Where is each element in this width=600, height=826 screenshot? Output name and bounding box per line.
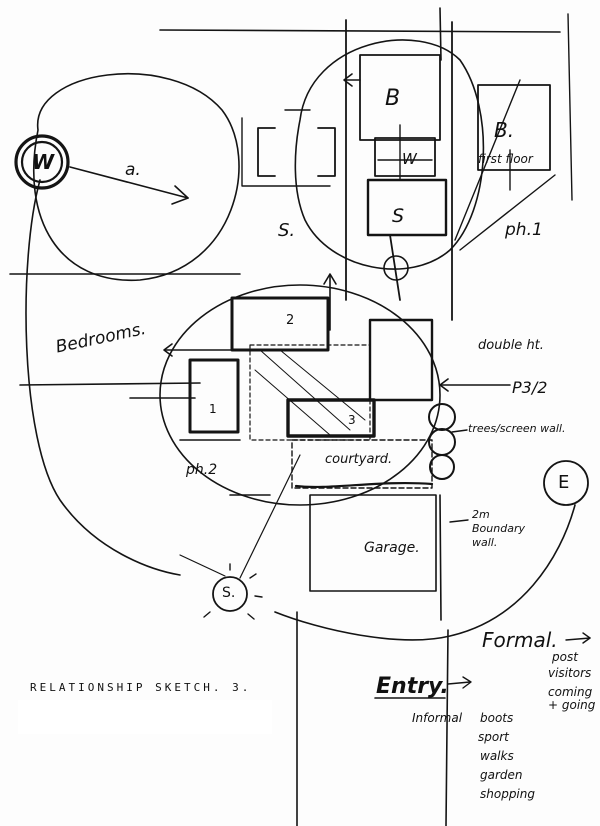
w-marker-label: W [32, 150, 55, 174]
courtyard-label: courtyard. [325, 452, 393, 467]
circulation-spine [389, 234, 401, 301]
room-3-courtyard-entry [286, 398, 376, 438]
sun-ray-3 [254, 595, 263, 598]
left-entry-arrow-head [163, 343, 173, 357]
tree-circle-3 [429, 454, 455, 480]
s-room-label: S [392, 205, 405, 227]
core-hatch-1 [259, 349, 351, 431]
site-left-rule-2 [19, 382, 201, 386]
sun-ray-5 [203, 611, 211, 618]
w-marker-circle-inner [20, 140, 64, 184]
room-3-label: 3 [348, 413, 356, 427]
upper-bedroom-bubble [294, 39, 485, 270]
b-first-floor-room [477, 84, 551, 171]
informal-label: Informal [412, 711, 463, 725]
s-room [366, 178, 448, 237]
sun-label: S. [222, 585, 236, 601]
informal-item-walks: walks [480, 749, 514, 763]
formal-item-visitors: visitors [548, 666, 592, 680]
formal-item-post: post [552, 650, 578, 664]
sun-to-house-line [239, 454, 301, 579]
informal-item-sport: sport [478, 730, 509, 744]
sun-to-house-line-2 [179, 554, 226, 577]
boundary-wall-arrow [449, 519, 469, 523]
core-hatch-3 [254, 369, 331, 436]
ph1-diagonal-1 [459, 174, 556, 251]
a-label: a. [125, 160, 141, 180]
double-ht-label: double ht. [478, 338, 544, 353]
e-label: E [558, 472, 570, 493]
entry-arrow [447, 681, 471, 685]
s-hall-bracket-right [317, 127, 336, 177]
tree-circle-1 [428, 403, 456, 431]
informal-item-garden: garden [480, 768, 523, 782]
b-arrow-left-head [343, 73, 353, 87]
site-right-line [567, 13, 573, 201]
ph1-diagonal-2 [454, 79, 521, 241]
w-room [374, 137, 436, 177]
garage-room [309, 494, 437, 592]
formal-item-coming-going: coming + going [548, 685, 596, 712]
w-room-label: W [402, 150, 417, 168]
garage-label: Garage. [364, 540, 420, 556]
boundary-wall-label: 2m Boundary wall. [472, 508, 525, 549]
sun-ray-4 [247, 613, 255, 620]
west-circle [33, 72, 240, 281]
site-vertical-line [439, 7, 442, 61]
room-1 [188, 358, 240, 434]
b-first-floor-label: B. [494, 118, 515, 142]
entry-arrow-head [462, 676, 472, 689]
core-vertical-arrow-head [323, 273, 337, 285]
sun-circle [212, 576, 248, 612]
first-floor-label: first floor [478, 152, 533, 166]
courtyard-edge [294, 481, 434, 489]
formal-arrow [565, 637, 591, 641]
bedrooms-loop [25, 179, 181, 576]
entry-label: Entry. [376, 674, 449, 699]
core-hatch-2 [279, 349, 366, 421]
tree-circle-2 [428, 428, 456, 456]
s-hall-bracket-left [257, 127, 276, 177]
formal-label: Formal. [482, 628, 558, 652]
e-circle [543, 460, 589, 506]
room-2-label: 2 [286, 313, 295, 328]
a-arrow-line [69, 166, 189, 199]
trees-label: trees/screen wall. [468, 422, 566, 435]
ph1-label: ph.1 [505, 220, 543, 240]
entry-long-line [445, 629, 449, 826]
w-marker-circle [14, 134, 70, 190]
trees-arrow [451, 429, 468, 433]
sun-ray-2 [249, 573, 257, 579]
site-top-line [159, 29, 561, 33]
formal-arrow-head [582, 632, 591, 644]
b-room-label: B [385, 86, 401, 111]
spine-node [383, 255, 409, 281]
s-hall-label: S. [278, 220, 296, 241]
room-2 [230, 296, 330, 352]
double-ht-room [368, 318, 434, 402]
p32-label: P3/2 [512, 378, 548, 397]
informal-item-boots: boots [480, 711, 514, 725]
courtyard-area [291, 439, 433, 489]
a-arrow-head [171, 185, 189, 205]
redaction-box [18, 700, 272, 734]
p32-arrow-head [439, 378, 449, 392]
room-1-label: 1 [209, 402, 217, 416]
informal-item-shopping: shopping [480, 787, 535, 801]
s-hall-outline [241, 109, 331, 187]
e-approach-curve [274, 504, 576, 641]
ph2-label: ph.2 [186, 462, 218, 478]
boundary-wall-line [439, 494, 442, 621]
central-bubble [159, 284, 441, 506]
sketch-caption: RELATIONSHIP SKETCH. 3. [30, 681, 252, 694]
